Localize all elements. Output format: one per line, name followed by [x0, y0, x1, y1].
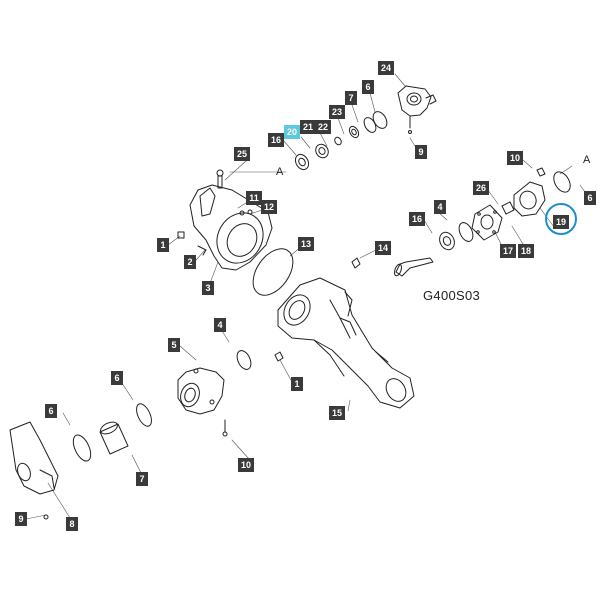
callout-1[interactable]: 1	[157, 238, 169, 252]
callout-13[interactable]: 13	[298, 237, 314, 251]
callout-6[interactable]: 6	[111, 371, 123, 385]
callout-18[interactable]: 18	[518, 244, 534, 258]
callout-10[interactable]: 10	[507, 151, 523, 165]
callout-5[interactable]: 5	[168, 338, 180, 352]
callout-12[interactable]: 12	[261, 200, 277, 214]
callout-14[interactable]: 14	[375, 241, 391, 255]
callout-15[interactable]: 15	[329, 406, 345, 420]
callout-6[interactable]: 6	[584, 191, 596, 205]
callout-6[interactable]: 6	[45, 404, 57, 418]
callout-16[interactable]: 16	[268, 133, 284, 147]
callout-10[interactable]: 10	[238, 458, 254, 472]
callout-25[interactable]: 25	[234, 147, 250, 161]
ref-letter-a: A	[276, 166, 284, 178]
callout-3[interactable]: 3	[202, 281, 214, 295]
callout-23[interactable]: 23	[329, 105, 345, 119]
callout-20[interactable]: 20	[284, 125, 300, 139]
callout-17[interactable]: 17	[500, 244, 516, 258]
callout-24[interactable]: 24	[378, 61, 394, 75]
callout-22[interactable]: 22	[315, 120, 331, 134]
highlight-ring-19[interactable]	[545, 203, 577, 235]
callout-11[interactable]: 11	[246, 191, 262, 205]
callout-4[interactable]: 4	[434, 200, 446, 214]
callout-16[interactable]: 16	[409, 212, 425, 226]
callout-6[interactable]: 6	[362, 80, 374, 94]
callout-7[interactable]: 7	[345, 91, 357, 105]
callout-26[interactable]: 26	[473, 181, 489, 195]
callout-21[interactable]: 21	[300, 120, 316, 134]
callout-2[interactable]: 2	[184, 255, 196, 269]
callout-7[interactable]: 7	[136, 472, 148, 486]
ref-letter-a: A	[583, 154, 591, 166]
callout-8[interactable]: 8	[66, 517, 78, 531]
drawing-code: G400S03	[423, 288, 481, 303]
callout-9[interactable]: 9	[15, 512, 27, 526]
callout-4[interactable]: 4	[214, 318, 226, 332]
callout-9[interactable]: 9	[415, 145, 427, 159]
callout-1[interactable]: 1	[291, 377, 303, 391]
